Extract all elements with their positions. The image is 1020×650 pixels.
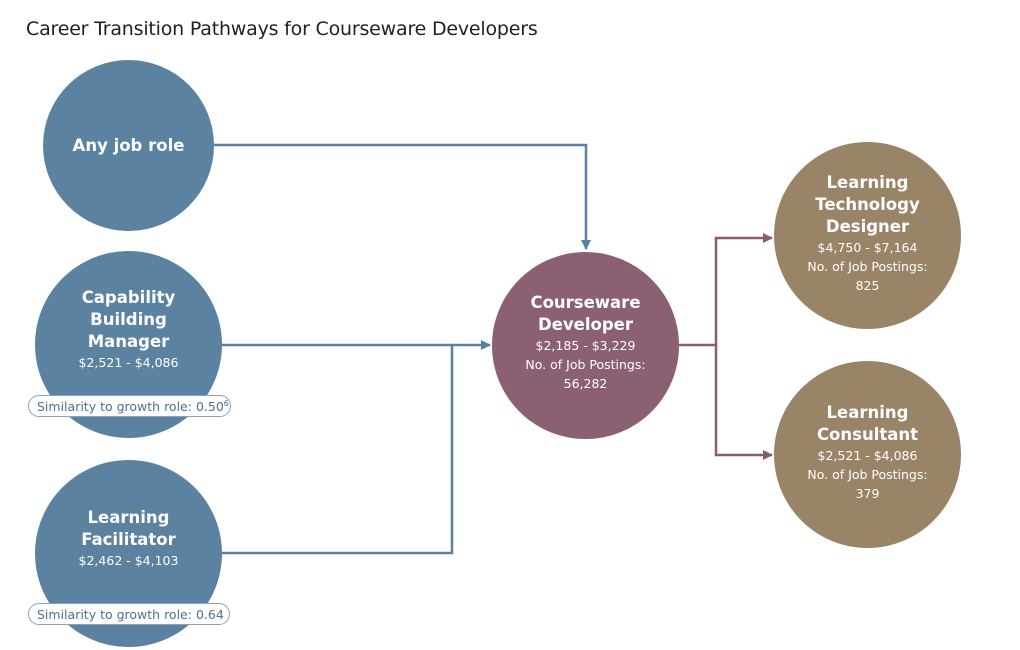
node-salary: $2,521 - $4,086 (817, 448, 918, 463)
node-postings-value: 825 (855, 278, 880, 293)
connector-any-role-to-courseware (213, 143, 591, 250)
similarity-badge: Similarity to growth role: 0.506 (28, 395, 231, 417)
node-name-line: Learning (826, 173, 909, 192)
node-postings-label: No. of Job Postings: (525, 357, 646, 372)
node-name-line: Manager (87, 332, 170, 351)
connector-courseware-to-consultant (714, 345, 773, 460)
diagram-title: Career Transition Pathways for Coursewar… (26, 18, 538, 40)
node-postings-label: No. of Job Postings: (807, 467, 928, 482)
node-name-line: Designer (825, 217, 910, 236)
connector-facilitator-to-courseware (221, 345, 454, 555)
similarity-footnote: 6 (223, 399, 229, 408)
node-courseware-developer[interactable]: Courseware Developer $2,185 - $3,229 No.… (492, 252, 679, 439)
similarity-value: 0.50 (195, 399, 224, 414)
node-name-line: Technology (815, 195, 920, 214)
node-name-line: Developer (538, 315, 633, 334)
node-name-line: Consultant (816, 425, 919, 444)
node-any-job-role[interactable]: Any job role (43, 60, 214, 231)
similarity-value: 0.64 (195, 607, 224, 622)
node-name-line: Learning (87, 508, 170, 527)
node-learning-consultant[interactable]: Learning Consultant $2,521 - $4,086 No. … (774, 361, 961, 548)
similarity-badge: Similarity to growth role: 0.64 (28, 603, 230, 625)
node-name-line: Facilitator (81, 530, 176, 549)
node-salary: $2,185 - $3,229 (535, 338, 636, 353)
node-name-line: Capability (81, 288, 176, 307)
node-name-line: Building (90, 310, 167, 329)
node-name-line: Courseware (530, 293, 641, 312)
node-salary: $2,462 - $4,103 (78, 553, 179, 568)
node-learning-technology-designer[interactable]: Learning Technology Designer $4,750 - $7… (774, 142, 961, 329)
node-postings-value: 379 (855, 486, 880, 501)
node-salary: $2,521 - $4,086 (78, 355, 179, 370)
node-name-line: Learning (826, 403, 909, 422)
similarity-label: Similarity to growth role: (37, 607, 196, 622)
node-postings-value: 56,282 (563, 376, 608, 391)
similarity-label: Similarity to growth role: (37, 399, 196, 414)
node-salary: $4,750 - $7,164 (817, 240, 918, 255)
connector-courseware-to-lt-designer (714, 233, 773, 345)
node-name: Any job role (72, 135, 185, 155)
node-postings-label: No. of Job Postings: (807, 259, 928, 274)
